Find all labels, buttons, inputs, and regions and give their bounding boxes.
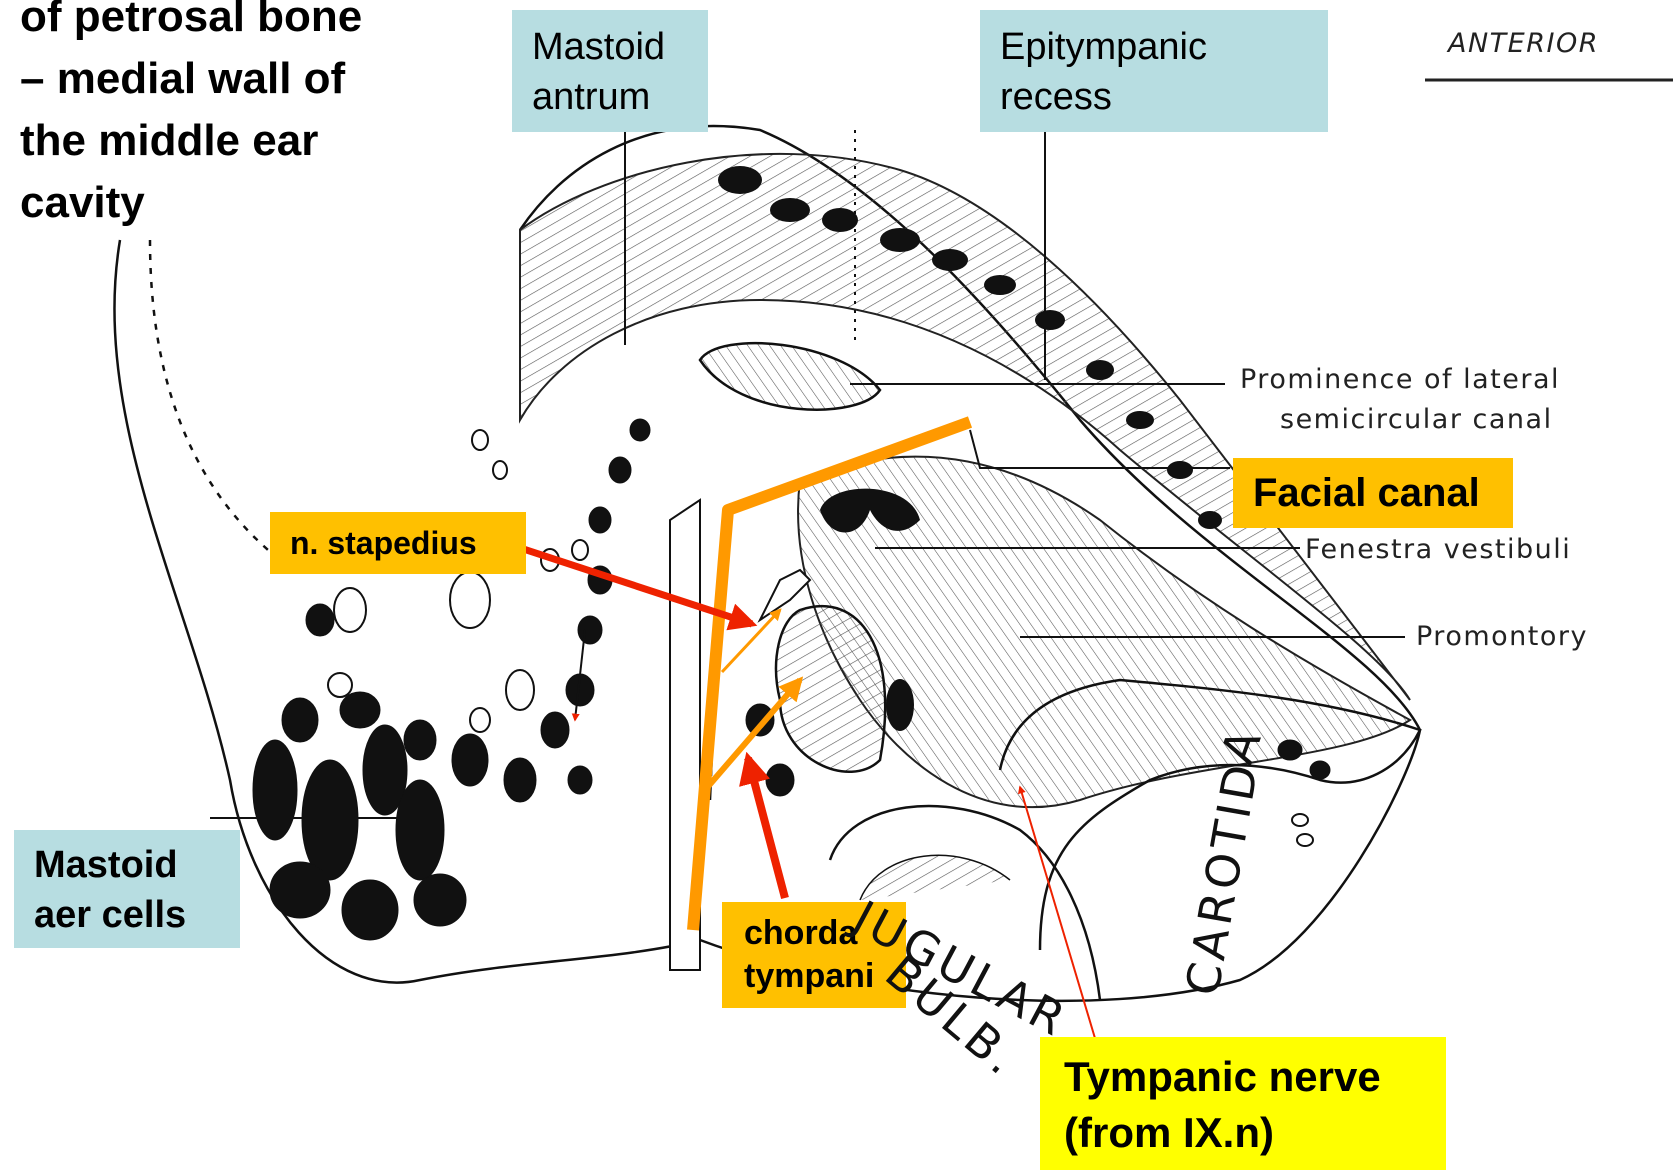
label-fenestra-vestibuli: Fenestra vestibuli <box>1305 534 1571 565</box>
dashed-contour <box>150 240 280 560</box>
label-mastoid-air-cells: Mastoid aer cells <box>14 830 240 948</box>
n-stapedius-arrow <box>505 543 752 624</box>
label-prominence-line1: Prominence of lateral <box>1240 364 1560 395</box>
label-facial-canal: Facial canal <box>1233 458 1513 528</box>
label-n-stapedius: n. stapedius <box>270 512 526 574</box>
slide-title: of petrosal bone – medial wall of the mi… <box>20 0 460 234</box>
label-promontory: Promontory <box>1416 621 1588 652</box>
label-tympanic-nerve: Tympanic nerve (from IX.n) <box>1040 1037 1446 1170</box>
lateral-canal-prominence <box>700 343 880 410</box>
label-mastoid-antrum: Mastoid antrum <box>512 10 708 132</box>
label-prominence-line2: semicircular canal <box>1280 404 1553 435</box>
label-anterior: ANTERIOR <box>1448 28 1599 59</box>
label-epitympanic-recess: Epitympanic recess <box>980 10 1328 132</box>
